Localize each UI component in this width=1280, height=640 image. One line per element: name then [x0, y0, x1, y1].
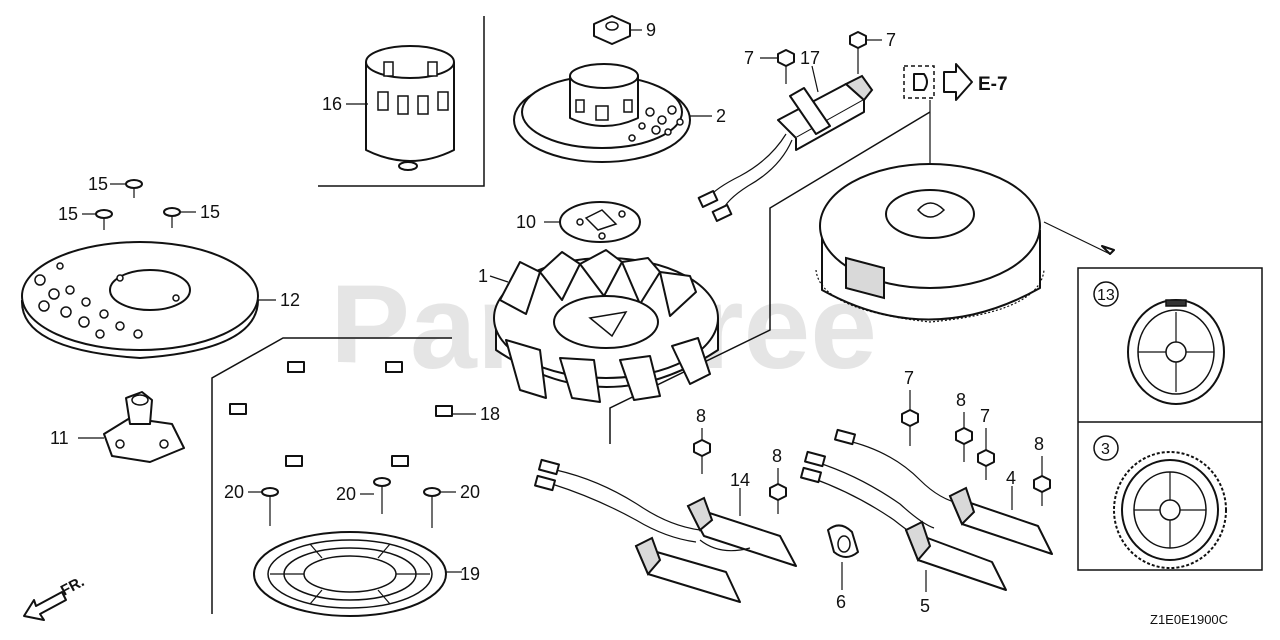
inset-3[interactable]: 3 [1093, 435, 1227, 569]
inset-13-number: 13 [1097, 287, 1115, 304]
part-7-bolt-left[interactable] [777, 49, 795, 84]
callout-1: 1 [478, 266, 488, 286]
callout-20b: 20 [336, 484, 356, 504]
callout-2: 2 [716, 106, 726, 126]
callout-7c: 7 [904, 368, 914, 388]
callout-7b: 7 [886, 30, 896, 50]
callout-9: 9 [646, 20, 656, 40]
part-8-bolt-d[interactable] [1033, 475, 1051, 506]
inset-13[interactable]: 13 [1093, 281, 1225, 405]
part-1-fan[interactable] [493, 249, 719, 403]
callout-11: 11 [50, 428, 69, 448]
callout-8c: 8 [956, 390, 966, 410]
callout-15b: 15 [58, 204, 78, 224]
callout-10: 10 [516, 212, 536, 232]
part-2-rotor-plate[interactable] [513, 63, 691, 163]
part-flywheel[interactable] [815, 163, 1045, 323]
part-9-nut[interactable] [593, 15, 631, 45]
part-7-bolt-lower-a[interactable] [901, 409, 919, 446]
part-15-screw-right[interactable] [163, 207, 181, 228]
callout-19: 19 [460, 564, 480, 584]
part-19-grille[interactable] [253, 531, 447, 617]
callout-20a: 20 [224, 482, 244, 502]
callout-15c: 15 [200, 202, 220, 222]
callout-7a: 7 [744, 48, 754, 68]
reference-e7[interactable] [903, 63, 973, 101]
part-8-bolt-b[interactable] [769, 483, 787, 514]
part-20-screw-right[interactable] [423, 487, 441, 528]
callout-20c: 20 [460, 482, 480, 502]
callout-15a: 15 [88, 174, 108, 194]
part-10-plate[interactable] [559, 201, 641, 243]
callout-6: 6 [836, 592, 846, 612]
part-6-clip[interactable] [827, 524, 859, 558]
part-20-screw-center[interactable] [373, 477, 391, 514]
part-14-coil-assembly[interactable] [534, 458, 797, 603]
part-11-bracket[interactable] [103, 391, 185, 463]
part-12-cover-plate[interactable] [20, 241, 259, 359]
callout-5: 5 [920, 596, 930, 616]
callout-4: 4 [1006, 468, 1016, 488]
part-15-screw-left[interactable] [95, 209, 113, 230]
part-17-ignition-coil[interactable] [697, 74, 874, 222]
callout-16: 16 [322, 94, 342, 114]
part-20-screw-left[interactable] [261, 487, 279, 526]
callout-14: 14 [730, 470, 750, 490]
part-7-bolt-right[interactable] [849, 31, 867, 74]
part-4-5-coil-assembly[interactable] [800, 428, 1053, 591]
part-16-filter-cup[interactable] [365, 45, 455, 171]
part-18-ring[interactable] [226, 361, 454, 470]
part-7-bolt-lower-b[interactable] [977, 449, 995, 480]
callout-12: 12 [280, 290, 300, 310]
part-8-bolt-c[interactable] [955, 427, 973, 462]
group-frames [211, 16, 1263, 614]
inset-3-number: 3 [1101, 441, 1110, 458]
part-15-screw-top[interactable] [125, 179, 143, 198]
callout-7d: 7 [980, 406, 990, 426]
part-8-bolt-a[interactable] [693, 439, 711, 474]
callout-18: 18 [480, 404, 500, 424]
callout-17: 17 [800, 48, 820, 68]
callout-8b: 8 [772, 446, 782, 466]
reference-label[interactable]: E-7 [978, 74, 1008, 95]
callout-8a: 8 [696, 406, 706, 426]
diagram-code: Z1E0E1900C [1150, 612, 1228, 627]
front-direction-arrow [23, 591, 67, 621]
callout-8d: 8 [1034, 434, 1044, 454]
